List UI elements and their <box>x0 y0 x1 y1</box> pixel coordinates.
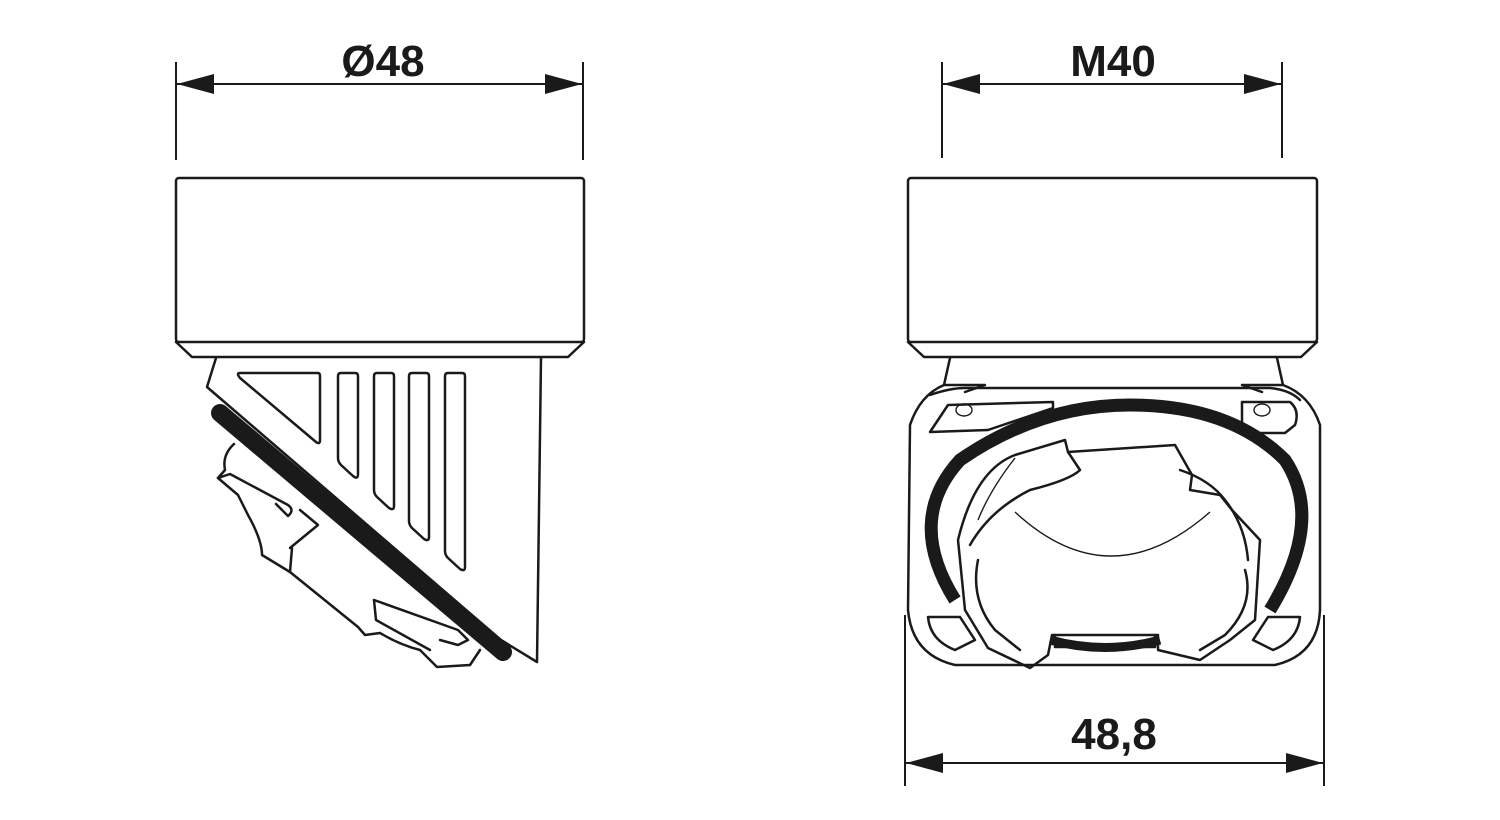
dimension-width: 48,8 <box>904 615 1325 786</box>
dimension-label-thread: M40 <box>1070 37 1156 86</box>
front-view: M40 <box>904 37 1325 786</box>
nut-body <box>174 176 586 359</box>
dimension-label-diameter: Ø48 <box>341 37 424 86</box>
dimension-thread: M40 <box>941 37 1283 158</box>
dimension-diameter: Ø48 <box>175 37 584 160</box>
arrow-right-icon <box>1286 753 1323 773</box>
arrow-left-icon <box>177 74 214 94</box>
arrow-right-icon <box>1244 74 1281 94</box>
housing-flange <box>906 356 1322 667</box>
arrow-left-icon <box>943 74 980 94</box>
nut-body-front <box>906 176 1319 359</box>
side-view: Ø48 <box>174 37 586 669</box>
clamp-cage <box>956 438 1262 670</box>
elbow-body <box>205 356 543 664</box>
arrow-left-icon <box>906 753 943 773</box>
clamp-insert <box>216 442 482 669</box>
arrow-right-icon <box>545 74 582 94</box>
dimension-label-width: 48,8 <box>1071 710 1157 759</box>
sealing-ring <box>211 404 512 661</box>
